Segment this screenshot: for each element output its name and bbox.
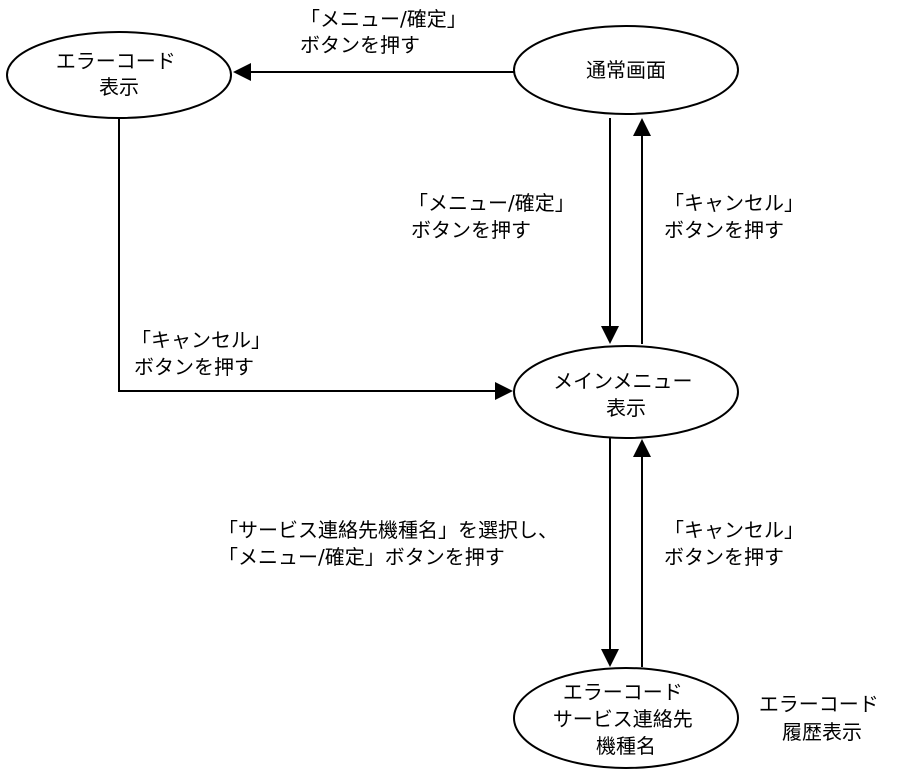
edge-error-to-menu-line [118,118,496,392]
edge-menu-to-normal-label-line-2: ボタンを押す [664,218,784,242]
node-error-code-display-line-2: 表示 [99,75,139,99]
svg-text:エラーコード 表示: エラーコード 表示 [56,49,182,99]
history-display-note: エラーコード 履歴表示 [759,692,885,744]
svg-text:「メニュー/確定」 ボタンを押す: 「メニュー/確定」 ボタンを押す [300,7,473,57]
svg-text:「サービス連絡先機種名」を選択し、 「メニュー/確定: 「サービス連絡先機種名」を選択し、 「メニュー/確定」ボタンを押す [218,518,564,569]
node-main-menu-display: メインメニュー 表示 [513,345,739,439]
edge-normal-to-menu [601,118,619,344]
svg-text:「キャンセル」 ボタンを押す: 「キャンセル」 ボタンを押す [664,191,810,242]
edge-normal-to-error-arrowhead [233,63,251,81]
svg-text:メインメニュー 表示: メインメニュー 表示 [553,369,699,420]
history-display-note-line-1: エラーコード [759,692,879,716]
edge-menu-to-normal-label-line-1: 「キャンセル」 [664,191,804,215]
history-display-note-line-2: 履歴表示 [782,720,862,744]
node-error-code-display-line-1: エラーコード [56,49,176,73]
edge-normal-to-error-label-line-1: 「メニュー/確定」 [300,7,467,31]
node-main-menu-display-shape [513,345,739,439]
svg-text:「キャンセル」 ボタンを押す: 「キャンセル」 ボタンを押す [664,518,810,569]
svg-text:エラーコード サービス連絡先 機種名: エラーコード サービス連絡先 機種名 [553,680,699,758]
node-normal-screen: 通常画面 [513,25,739,115]
edge-error-to-menu-label-line-2: ボタンを押す [134,355,254,379]
edge-normal-to-menu-arrowhead [601,326,619,344]
edge-menu-to-service [601,438,619,667]
edge-error-to-menu-arrowhead [495,382,513,400]
node-normal-screen-shape [513,25,739,115]
edge-service-to-menu-label-line-2: ボタンを押す [664,545,784,569]
edge-menu-to-normal-arrowhead [633,118,651,136]
node-error-code-service-contact-line-2: サービス連絡先 [553,707,693,731]
edge-service-to-menu-label-line-1: 「キャンセル」 [664,518,804,542]
node-error-code-service-contact-line-1: エラーコード [563,680,683,704]
edge-menu-to-service-label-line-2: 「メニュー/確定」ボタンを押す [218,545,505,569]
node-error-code-service-contact-shape [513,667,739,769]
edge-normal-to-error-label-line-2: ボタンを押す [300,33,420,57]
edge-error-to-menu-label-line-1: 「キャンセル」 [131,328,271,352]
svg-text:「メニュー/確定」 ボタンを押す: 「メニュー/確定」 ボタンを押す [408,191,581,242]
node-error-code-service-contact-line-3: 機種名 [596,734,656,758]
node-error-code-service-contact: エラーコード サービス連絡先 機種名 [513,667,739,769]
edge-service-to-menu-arrowhead [633,439,651,457]
svg-text:「キャンセル」 ボタンを押す: 「キャンセル」 ボタンを押す [131,328,277,379]
svg-text:通常画面: 通常画面 [586,58,666,82]
node-normal-screen-line-1: 通常画面 [586,58,666,82]
node-error-code-display: エラーコード 表示 [6,31,232,119]
edge-menu-to-service-arrowhead [601,649,619,667]
node-main-menu-display-line-2: 表示 [606,396,646,420]
edge-service-to-menu [633,439,651,667]
edge-normal-to-menu-label-line-2: ボタンを押す [411,218,531,242]
node-main-menu-display-line-1: メインメニュー [553,369,692,393]
edge-normal-to-menu-label-line-1: 「メニュー/確定」 [408,191,575,215]
edge-normal-to-error [233,63,514,81]
edge-menu-to-normal [633,118,651,344]
edge-error-to-menu [118,118,513,400]
edge-menu-to-service-label-line-1: 「サービス連絡先機種名」を選択し、 [218,518,558,542]
